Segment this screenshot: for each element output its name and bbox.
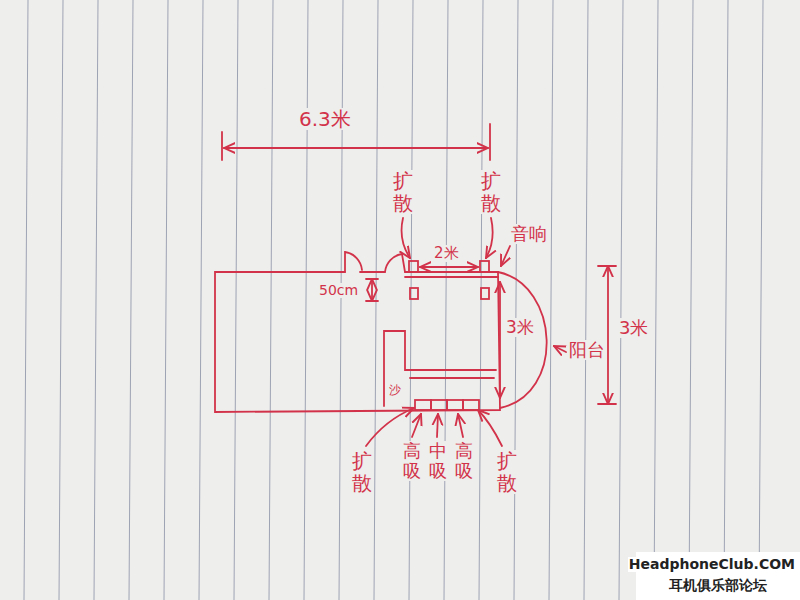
panel-symbol	[447, 400, 463, 410]
speaker-symbol	[410, 288, 418, 299]
door-swing	[345, 252, 362, 272]
dim-tick	[489, 124, 491, 160]
panel-symbol	[431, 400, 447, 410]
absorber-label: 高吸	[455, 441, 473, 481]
diffuser-label: 扩散	[497, 450, 517, 494]
dimension-line	[499, 282, 501, 398]
watermark: HeadphoneClub.COM	[628, 557, 796, 572]
speaker-label: 音响	[510, 224, 548, 244]
dimension-line	[371, 279, 373, 301]
absorber-label: 中吸	[429, 441, 447, 481]
sofa-outline	[384, 331, 496, 406]
diffuser-label: 扩散	[352, 450, 372, 494]
diffuser-label: 扩散	[481, 170, 501, 214]
panel-symbol	[415, 400, 431, 410]
leader-line	[478, 410, 502, 446]
sofa-label: 沙	[388, 384, 402, 397]
absorber-label: 高吸	[403, 441, 421, 481]
window-line	[405, 276, 498, 278]
dim-tick	[598, 265, 616, 267]
dim-tick	[598, 403, 616, 405]
speaker-symbol	[409, 261, 418, 272]
dimension-label: 6.3米	[298, 108, 352, 130]
dimension-line	[224, 147, 488, 149]
dim-tick	[221, 132, 223, 160]
dimension-line	[420, 266, 478, 268]
leader-line	[486, 218, 493, 258]
dimension-label: 50cm	[318, 283, 359, 298]
balcony-outline	[498, 272, 547, 408]
watermark: 耳机俱乐部论坛	[668, 578, 768, 593]
dimension-label: 3米	[505, 318, 535, 337]
leader-line	[501, 246, 510, 266]
leader-line	[437, 414, 438, 437]
speaker-symbol	[480, 261, 489, 272]
panel-symbol	[463, 400, 479, 410]
leader-line	[412, 414, 421, 437]
room-wall	[215, 272, 500, 412]
room-wall	[360, 271, 385, 273]
dim-tick	[366, 278, 378, 280]
sofa-outline	[410, 377, 494, 379]
speaker-symbol	[481, 288, 489, 299]
balcony-label: 阳台	[568, 340, 606, 360]
door-swing	[385, 254, 405, 272]
leader-line	[458, 414, 463, 437]
dimension-label: 2米	[433, 245, 460, 262]
dimension-label: 3米	[618, 318, 649, 338]
ruled-lines	[24, 0, 763, 600]
dim-tick	[366, 300, 378, 302]
dimension-line	[607, 266, 609, 404]
diffuser-label: 扩散	[393, 170, 413, 214]
leader-line	[402, 218, 410, 258]
leader-line	[554, 346, 566, 352]
